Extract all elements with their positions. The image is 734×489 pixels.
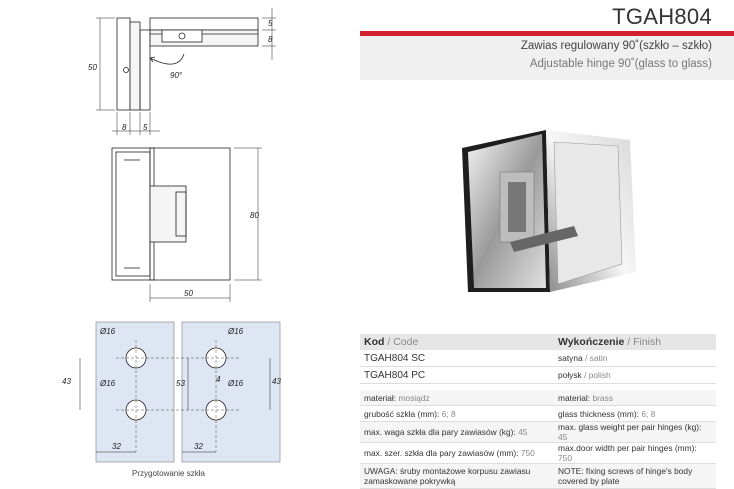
spec-pl: max. szer. szkła dla pary zawiasów (mm):… (360, 442, 554, 464)
row-finish: satyna / satin (554, 350, 716, 367)
spec-en: material: brass (554, 390, 716, 406)
row-code: TGAH804 PC (360, 366, 554, 384)
dim-small-4: 4 (216, 375, 221, 384)
dim-hole-dia-3: Ø16 (99, 379, 116, 388)
technical-drawings: 5 8 50 90° 8 5 80 50 Ø16 Ø16 Ø16 Ø16 43 … (62, 8, 281, 463)
dim-center-53: 53 (176, 379, 185, 388)
spec-row: max. szer. szkła dla pary zawiasów (mm):… (360, 442, 716, 464)
product-photo (462, 130, 636, 292)
spec-en: max. glass weight per pair hinges (kg): … (554, 421, 716, 443)
table-row: TGAH804 SC satyna / satin (360, 350, 716, 367)
note-row: UWAGA: śruby montażowe korpusu zawiasu z… (360, 463, 716, 489)
dim-bottom-32-left: 32 (112, 442, 121, 451)
front-view-drawing (111, 147, 262, 302)
glass-preparation-caption: Przygotowanie szkła (132, 469, 205, 478)
row-finish: połysk / polish (554, 366, 716, 384)
spec-table: Kod / Code Wykończenie / Finish TGAH804 … (360, 334, 716, 489)
row-code: TGAH804 SC (360, 350, 554, 367)
header-finish: Wykończenie / Finish (554, 334, 716, 350)
dim-right-43: 43 (272, 377, 281, 386)
spec-en: max.door width per pair hinges (mm): 750 (554, 442, 716, 464)
dim-hole-dia-1: Ø16 (99, 327, 116, 336)
top-view-drawing (96, 8, 276, 135)
title-pl: Zawias regulowany 90˚(szkło – szkło) (520, 40, 712, 52)
dim-left-43: 43 (62, 377, 71, 386)
glass-preparation-drawing (79, 321, 281, 463)
header-code: Kod / Code (360, 334, 554, 350)
accent-line (360, 31, 734, 36)
dim-hole-dia-2: Ø16 (227, 327, 244, 336)
spec-en: glass thickness (mm): 6; 8 (554, 405, 716, 422)
spec-row: max. waga szkła dla pary zawiasów (kg): … (360, 421, 716, 443)
dim-left-height: 50 (88, 63, 97, 72)
dim-hole-dia-4: Ø16 (227, 379, 244, 388)
table-header-row: Kod / Code Wykończenie / Finish (360, 334, 716, 350)
spec-pl: grubość szkła (mm): 6; 8 (360, 405, 554, 422)
dim-bottom-1: 8 (122, 123, 127, 132)
subtitle-band: Zawias regulowany 90˚(szkło – szkło) Adj… (360, 36, 734, 80)
table-row: TGAH804 PC połysk / polish (360, 366, 716, 384)
dim-bottom-32-right: 32 (194, 442, 203, 451)
spec-row: grubość szkła (mm): 6; 8 glass thickness… (360, 405, 716, 422)
note-pl: UWAGA: śruby montażowe korpusu zawiasu z… (360, 463, 554, 489)
spec-row: materiał: mosiądz material: brass (360, 390, 716, 406)
dim-bottom-width: 50 (184, 289, 193, 298)
dim-side-height: 80 (250, 211, 259, 220)
dim-angle: 90° (170, 71, 183, 80)
note-en: NOTE: fixing screws of hinge's body cove… (554, 463, 716, 489)
spec-pl: materiał: mosiądz (360, 390, 554, 406)
title-en: Adjustable hinge 90˚(glass to glass) (529, 58, 712, 70)
dim-bottom-2: 5 (143, 123, 148, 132)
dim-top-right-2: 8 (268, 35, 273, 44)
dim-top-right-1: 5 (268, 19, 273, 28)
spec-pl: max. waga szkła dla pary zawiasów (kg): … (360, 421, 554, 443)
product-code-title: TGAH804 (612, 4, 712, 29)
